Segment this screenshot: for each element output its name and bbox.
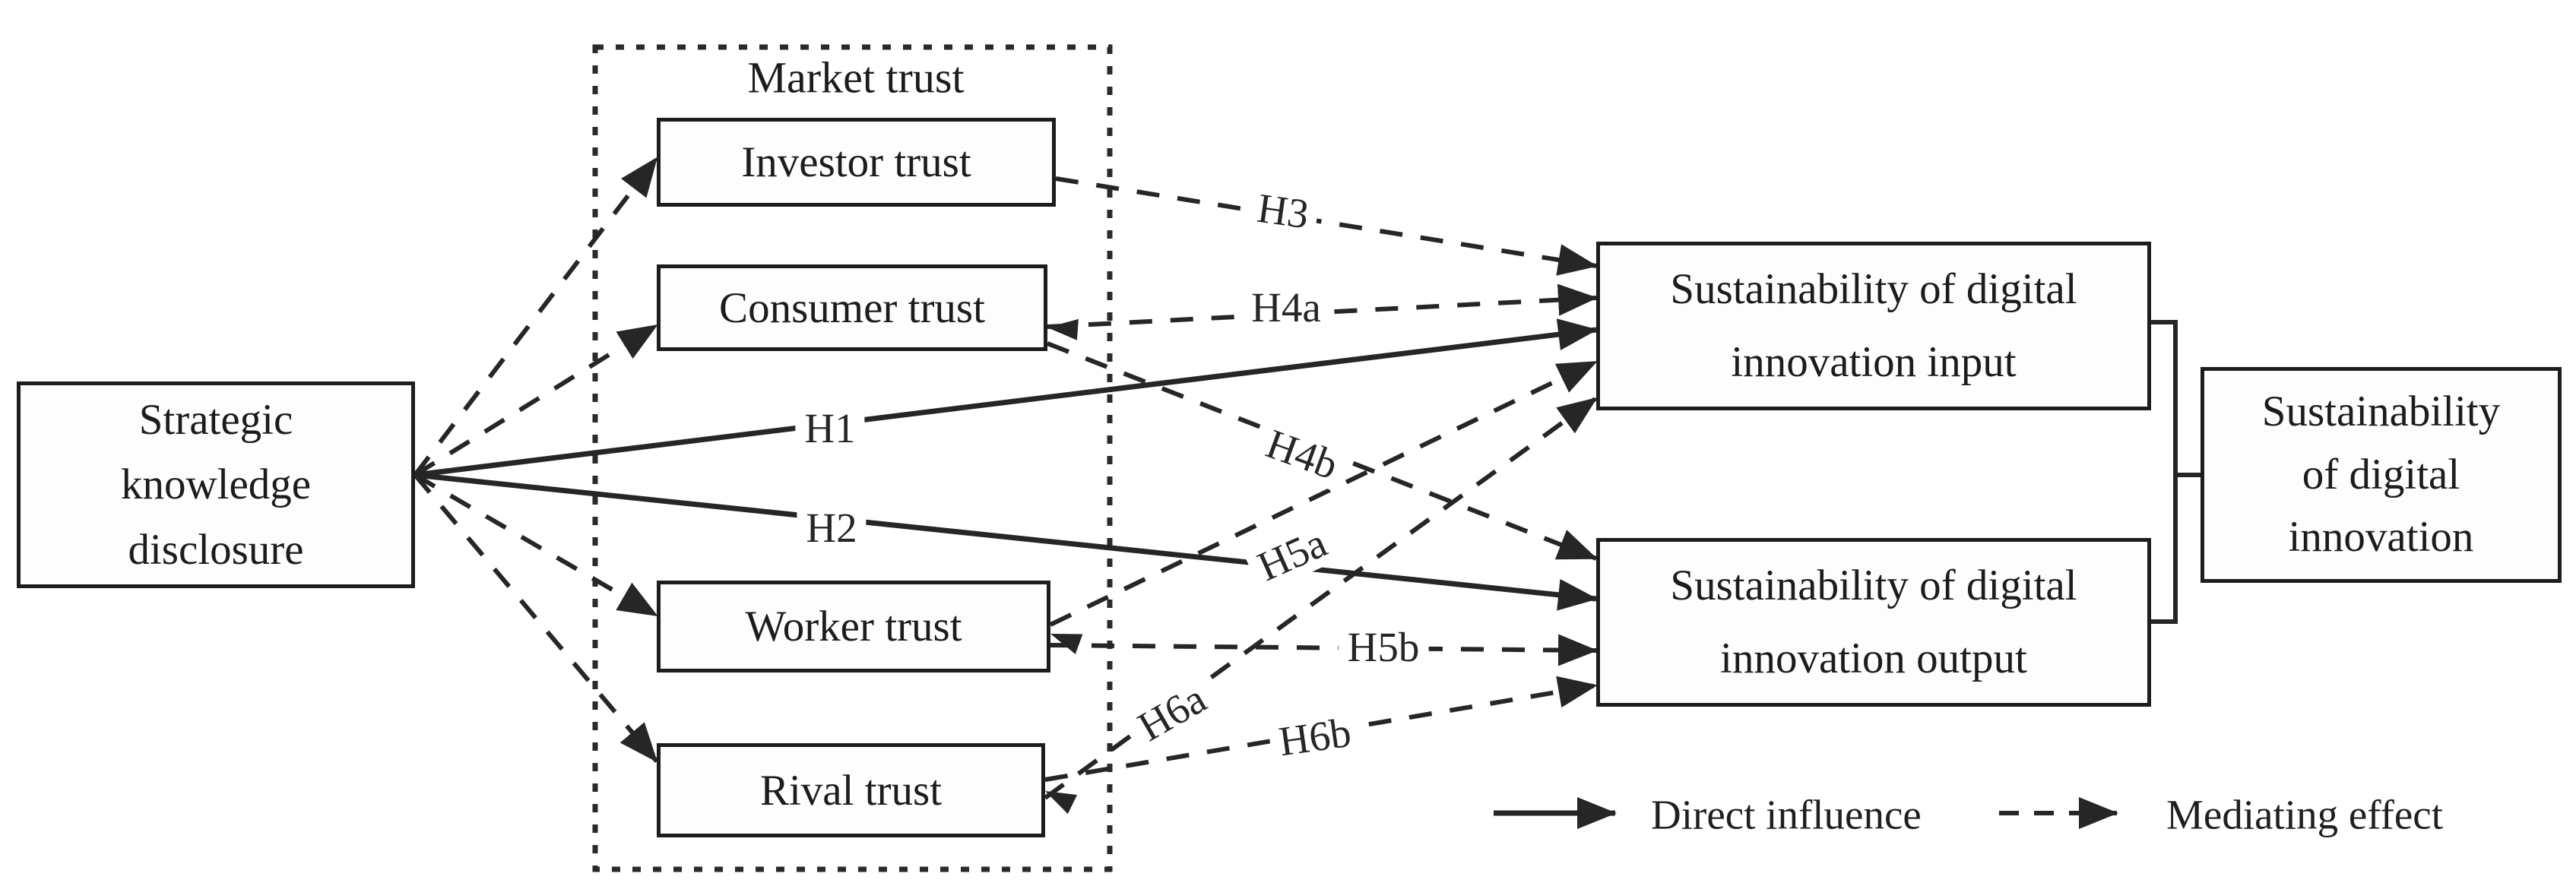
aggregation-bracket: [2151, 320, 2201, 624]
label-h3: H3: [1245, 183, 1321, 239]
skd-to-investor-dashed-arrow: [413, 157, 659, 476]
h3-dashed-arrow: [1055, 176, 1598, 276]
consumer-trust-label: Consumer trust: [719, 283, 985, 332]
label-h5b: H5b: [1338, 624, 1429, 671]
skd-to-consumer-dashed-arrow: [413, 323, 658, 477]
market-trust-group-border: [592, 44, 1113, 872]
legend-mediating-effect-label: Mediating effect: [2166, 791, 2443, 838]
rival-trust-label: Rival trust: [759, 766, 943, 815]
overall-line-3: innovation: [2288, 513, 2474, 562]
market-trust-group-title: Market trust: [747, 52, 965, 103]
skd-line-1: Strategic: [138, 395, 293, 444]
h2-solid-arrow: [414, 472, 1598, 611]
overall-line-2: of digital: [2302, 450, 2460, 498]
legend-direct-influence-label: Direct influence: [1651, 791, 1922, 838]
h5a-dashed-arrow: [1049, 359, 1598, 627]
rival-back-arrowhead: [1045, 791, 1078, 815]
skd-line-2: knowledge: [120, 460, 312, 509]
node-sustainability-of-digital-innovation: Sustainability of digital innovation: [2201, 367, 2562, 583]
node-rival-trust: Rival trust: [657, 743, 1045, 837]
label-h4a: H4a: [1242, 284, 1330, 331]
skd-to-rival-dashed-arrow: [413, 473, 659, 763]
h1-solid-arrow: [414, 318, 1598, 478]
skd-line-3: disclosure: [128, 525, 304, 574]
input-line-1: Sustainability of digital: [1670, 265, 2077, 314]
h6b-dashed-arrow: [1044, 676, 1598, 782]
node-strategic-knowledge-disclosure: Strategic knowledge disclosure: [17, 381, 415, 588]
input-line-2: innovation input: [1731, 338, 2017, 386]
label-h1: H1: [795, 405, 865, 452]
investor-trust-label: Investor trust: [741, 138, 971, 186]
node-worker-trust: Worker trust: [657, 581, 1050, 673]
node-sustainability-innovation-output: Sustainability of digital innovation out…: [1596, 538, 2151, 707]
worker-back-arrowhead: [1050, 634, 1083, 654]
h4a-dashed-arrow: [1047, 283, 1598, 329]
node-investor-trust: Investor trust: [657, 118, 1056, 207]
output-line-1: Sustainability of digital: [1670, 562, 2077, 610]
node-sustainability-innovation-input: Sustainability of digital innovation inp…: [1596, 242, 2151, 410]
skd-to-worker-dashed-arrow: [413, 473, 658, 618]
label-h2: H2: [797, 505, 867, 552]
h6a-dashed-arrow: [1044, 396, 1598, 800]
overall-line-1: Sustainability: [2261, 388, 2501, 436]
output-line-2: innovation output: [1720, 635, 2027, 682]
h5b-dashed-arrow: [1050, 634, 1598, 666]
consumer-back-arrowhead: [1047, 318, 1079, 340]
worker-trust-label: Worker trust: [745, 603, 962, 650]
node-consumer-trust: Consumer trust: [657, 264, 1047, 351]
